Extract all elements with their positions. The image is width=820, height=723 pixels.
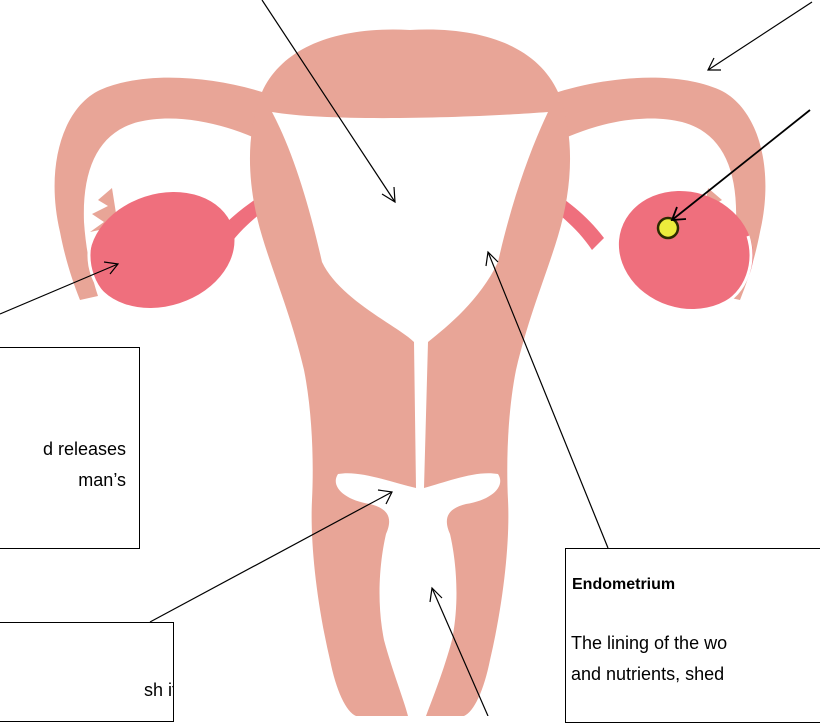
endometrium-box-text: The lining of the wo and nutrients, shed [571,628,727,690]
ovary-label-box: d releases man’s [0,347,140,549]
endometrium-box-title: Endometrium [572,575,675,595]
endometrium-box-line: and nutrients, shed [571,659,727,690]
cervix-box-line: sh it [144,675,174,706]
arrow-to-fallopian-tube [708,2,812,70]
endometrium-label-box: Endometrium The lining of the wo and nut… [565,548,820,723]
ovary-box-line: man’s [43,465,126,496]
cervix-label-box: sh it [0,622,174,722]
cervix-box-text: sh it [144,675,174,706]
left-ovary [74,174,249,326]
ovary-box-line: d releases [43,434,126,465]
ovary-box-text: d releases man’s [43,434,126,496]
egg-cell [658,218,678,238]
endometrium-box-line: The lining of the wo [571,628,727,659]
